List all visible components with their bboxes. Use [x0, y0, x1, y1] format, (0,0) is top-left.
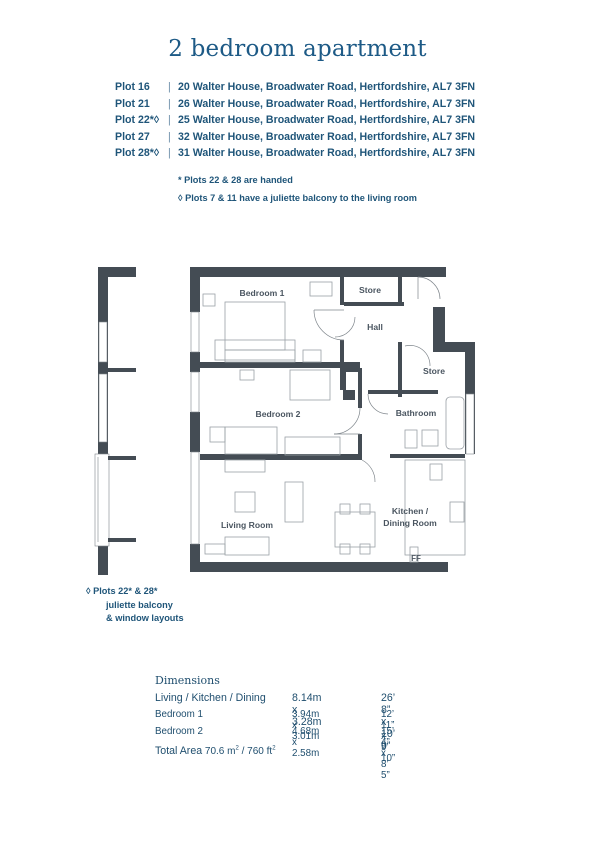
room-label-bedroom-1: Bedroom 1 — [240, 288, 285, 298]
dimension-imperial: 15’ 4” x 8’ 5” — [381, 726, 394, 781]
juliette-note-line: ◊ Plots 22* & 28* — [86, 586, 158, 596]
plot-label: Plot 21 — [115, 97, 150, 110]
internal-walls — [200, 277, 465, 460]
dimensions-title: Dimensions — [155, 674, 220, 687]
room-label-bedroom-2: Bedroom 2 — [256, 409, 301, 419]
juliette-note-line: & window layouts — [106, 613, 184, 623]
plot-address: 25 Walter House, Broadwater Road, Hertfo… — [178, 114, 476, 127]
room-label-store-1: Store — [359, 285, 381, 295]
plot-separator: | — [168, 147, 171, 160]
plot-label: Plot 22*◊ — [115, 114, 160, 127]
dimension-room: Bedroom 2 — [155, 726, 203, 737]
room-label-dining-room: Dining Room — [383, 518, 437, 528]
dimension-metric: 3.94m x 3.01m — [292, 709, 320, 742]
plot-label: Plot 27 — [115, 130, 150, 143]
total-area-metric: 70.6 m — [204, 746, 236, 757]
plot-separator: | — [168, 130, 171, 143]
handed-note: * Plots 22 & 28 are handed — [178, 175, 293, 185]
furniture — [202, 281, 466, 563]
room-label-hall: Hall — [367, 322, 383, 332]
room-label-store-2: Store — [423, 366, 445, 376]
page-title: 2 bedroom apartment — [168, 36, 427, 62]
plot-address: 20 Walter House, Broadwater Road, Hertfo… — [178, 81, 476, 93]
plot-address: 31 Walter House, Broadwater Road, Hertfo… — [178, 147, 476, 160]
plot-address: 26 Walter House, Broadwater Road, Hertfo… — [178, 97, 476, 110]
dimension-room: Bedroom 1 — [155, 709, 203, 720]
juliette-layout-note: ◊ Plots 22* & 28* juliette balcony & win… — [86, 585, 184, 626]
doors — [313, 276, 441, 483]
room-label-ff: FF — [411, 554, 421, 563]
dimension-metric: 4.68m x 2.58m — [292, 726, 320, 759]
total-area-imperial-unit: 2 — [272, 745, 276, 752]
plot-notes: * Plots 22 & 28 are handed ◊ Plots 7 & 1… — [178, 175, 417, 211]
room-label-bathroom: Bathroom — [396, 408, 437, 418]
total-area-imperial: / 760 ft — [238, 746, 273, 757]
room-label-living-room: Living Room — [221, 520, 273, 530]
room-label-kitchen: Kitchen / — [392, 506, 429, 516]
windows — [190, 311, 475, 545]
plot-label: Plot 28*◊ — [115, 147, 160, 160]
dimension-room: Living / Kitchen / Dining — [155, 692, 266, 704]
dimension-row: Bedroom 1 3.94m x 3.01m 12’ 11” x 9’ 10” — [155, 709, 395, 764]
total-area-label: Total Area — [155, 745, 203, 757]
floor-plan: Bedroom 1 Store Hall Store Bathroom Bedr… — [94, 267, 475, 575]
dimension-imperial: 12’ 11” x 9’ 10” — [381, 709, 396, 764]
total-area: Total Area 70.6 m2 / 760 ft2 — [155, 745, 276, 757]
plot-separator: | — [168, 81, 171, 93]
plot-label: Plot 16 — [115, 81, 150, 93]
juliette-note-line: juliette balcony — [106, 599, 173, 610]
dimensions-table: Dimensions Living / Kitchen / Dining 8.1… — [155, 674, 395, 781]
dimension-row: Living / Kitchen / Dining 8.14m x 3.28m … — [155, 692, 395, 752]
juliette-balcony-note: ◊ Plots 7 & 11 have a juliette balcony t… — [178, 193, 417, 203]
dimension-row: Bedroom 2 4.68m x 2.58m 15’ 4” x 8’ 5” — [155, 726, 394, 781]
dimension-imperial: 26’ 8” x 10’ 9” — [381, 692, 395, 752]
total-area-metric-unit: 2 — [235, 745, 239, 752]
plot-separator: | — [168, 114, 171, 127]
juliette-elevation — [94, 267, 136, 575]
plot-separator: | — [168, 97, 171, 110]
dimension-metric: 8.14m x 3.28m — [292, 692, 322, 728]
plot-address: 32 Walter House, Broadwater Road, Hertfo… — [178, 130, 476, 143]
